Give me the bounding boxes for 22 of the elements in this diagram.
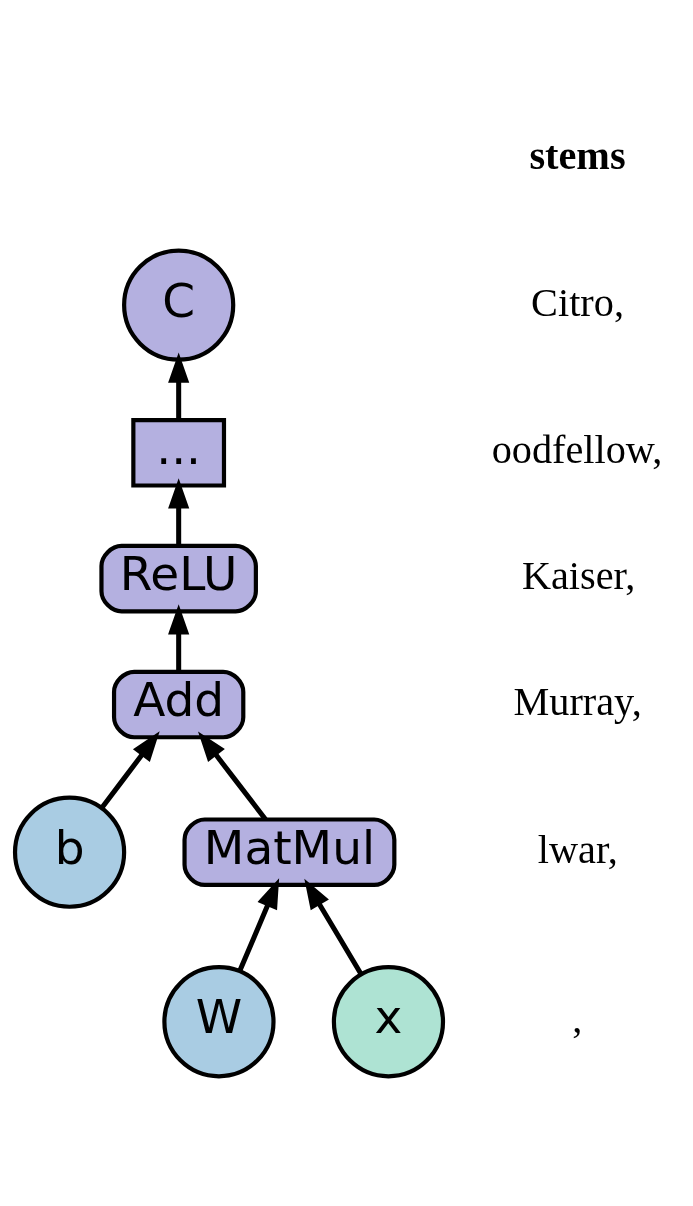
node-box: ...	[131, 417, 227, 488]
label: Murray,	[513, 678, 642, 724]
node-circle: x	[331, 965, 446, 1079]
label: Kaiser,	[521, 553, 636, 599]
node-circle: C	[122, 248, 236, 362]
arrow	[168, 352, 190, 420]
label: oodfellow,	[491, 427, 663, 473]
label: ,	[572, 996, 583, 1042]
arrow	[99, 731, 160, 810]
arrow	[198, 731, 268, 821]
node-box: ReLU	[99, 543, 258, 614]
arrow	[304, 878, 364, 976]
node-box: Add	[111, 669, 246, 740]
label: stems	[529, 132, 626, 178]
label: Citro,	[531, 279, 624, 325]
arrow	[168, 604, 190, 672]
node-circle: W	[162, 965, 276, 1079]
label: lwar,	[537, 826, 618, 872]
arrow	[168, 478, 190, 546]
node-circle: b	[12, 795, 127, 909]
arrow	[237, 878, 280, 973]
node-box: MatMul	[182, 817, 397, 888]
